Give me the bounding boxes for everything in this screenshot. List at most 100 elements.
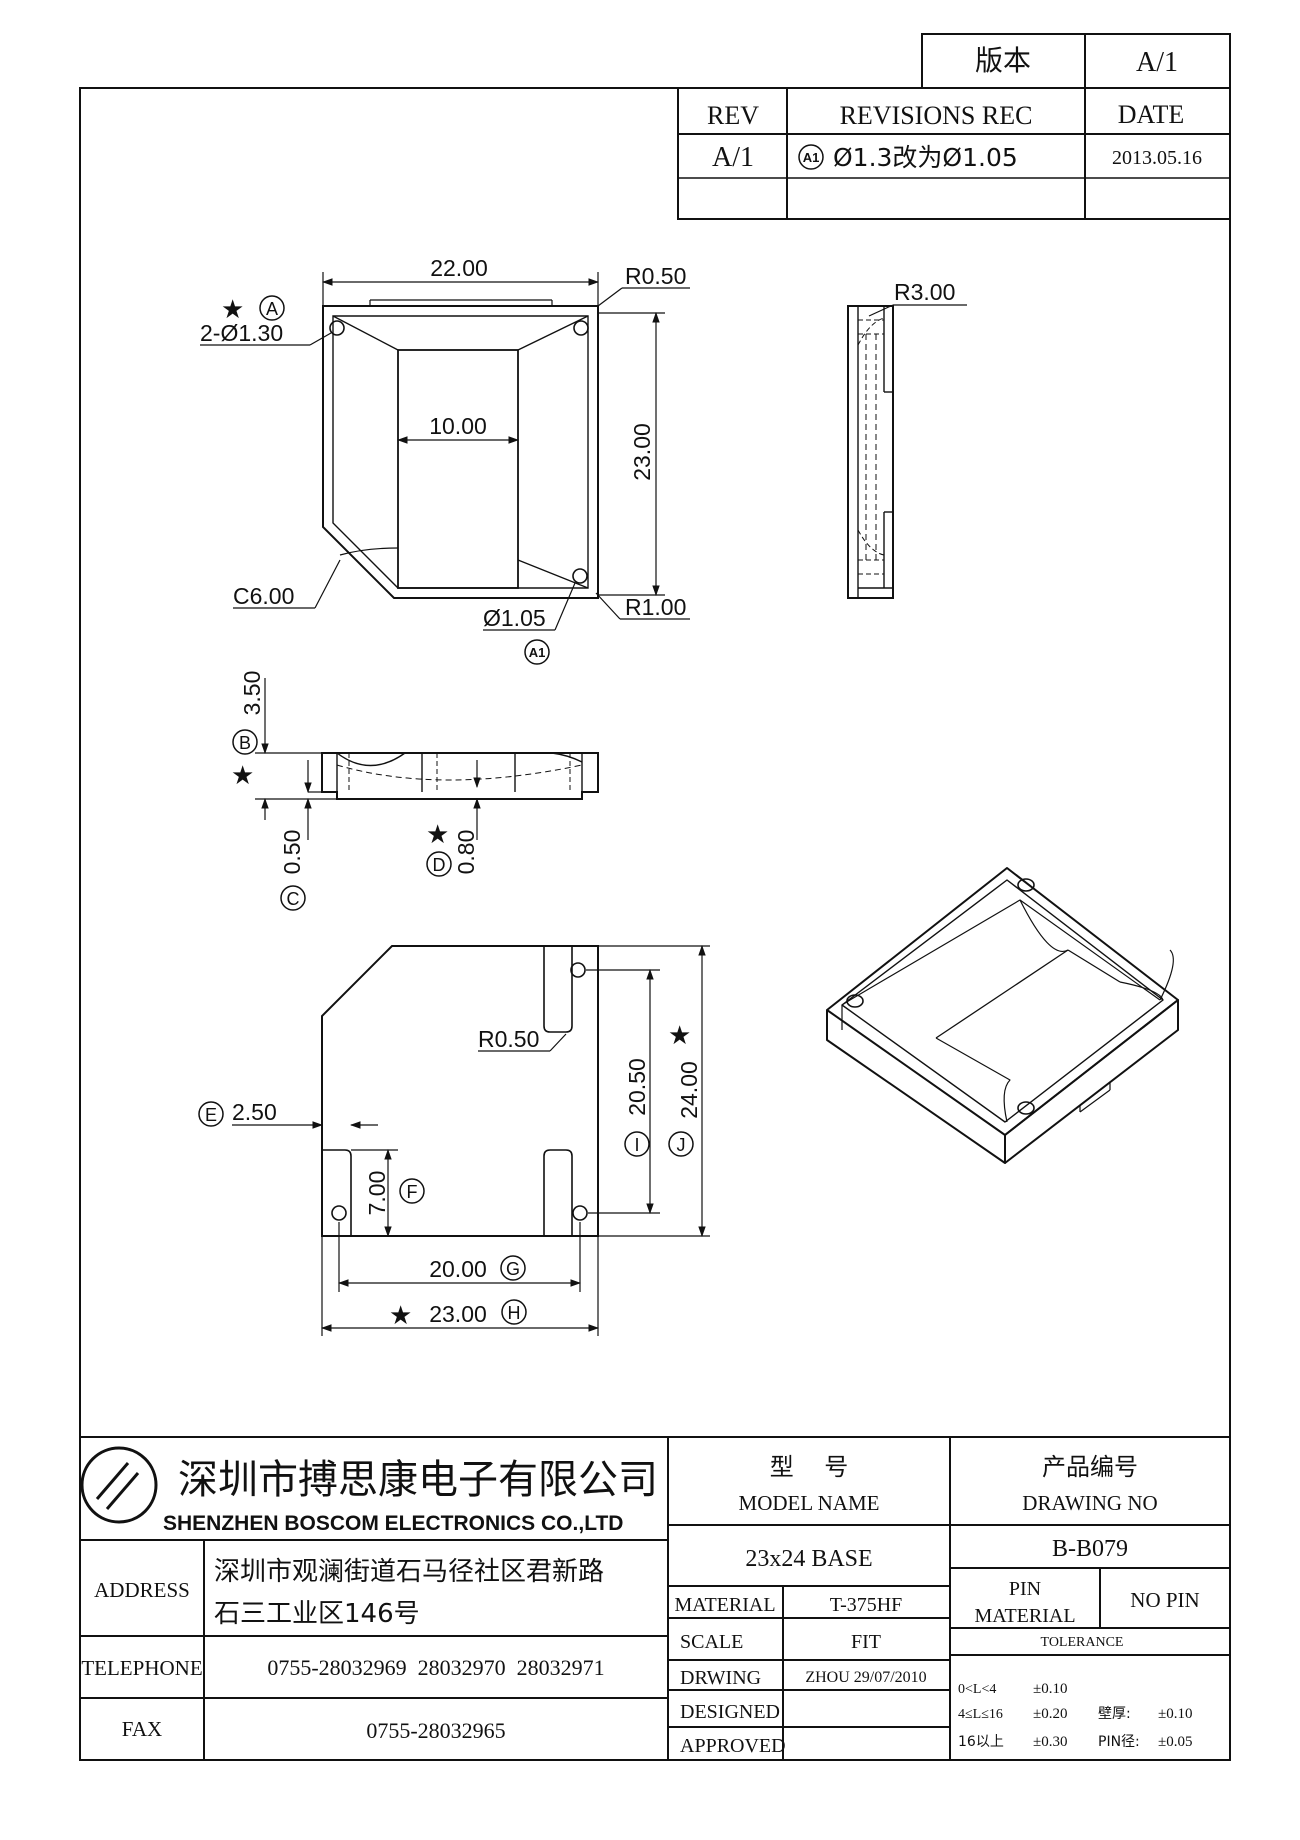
top-view-inner-rim [332,315,589,589]
datum-a-marker: A [266,299,278,319]
front-height-dim: 3.50 [239,671,265,716]
top-width-dim: 22.00 [430,255,488,281]
bottom-view-dimensions [232,944,710,1336]
datum-a1-circle [524,639,550,665]
model-value: 23x24 BASE [745,1546,872,1572]
tolerance-value: ±0.20 [1033,1706,1067,1722]
pin-material-label: PIN [1009,1578,1041,1600]
datum-b-marker: B [239,733,251,753]
model-label-en: MODEL NAME [739,1491,880,1515]
star-mark: ★ [389,1301,412,1331]
pin-hole [331,1205,347,1221]
telephone-value: 0755-28032969 28032970 28032971 [267,1655,604,1680]
tolerance-value: ±0.10 [1033,1681,1067,1697]
revision-marker: A1 [803,150,820,165]
datum-d-marker: D [433,855,446,875]
front-view [321,752,599,800]
top-radius-dim: R0.50 [625,263,686,289]
iso-right-face [1004,999,1179,1164]
datum-g-marker: G [506,1259,520,1279]
pin-hole [570,962,586,978]
star-mark: ★ [231,761,254,791]
star-mark: ★ [221,295,244,325]
fax-value: 0755-28032965 [366,1718,505,1743]
front-floor-dim: 0.80 [453,830,479,875]
revision-table: REV REVISIONS REC DATE A/1 A1 Ø1.3改为Ø1.0… [677,87,1231,220]
front-base-dim: 0.50 [279,830,305,875]
datum-c-circle [280,885,306,911]
title-block-text: 深圳市搏思康电子有限公司 SHENZHEN BOSCOM ELECTRONICS… [81,1453,1199,1757]
datum-a1-marker: A1 [529,645,546,660]
datum-h-marker: H [508,1303,521,1323]
drawing-row-label: DRWING [680,1667,761,1689]
company-name-en: SHENZHEN BOSCOM ELECTRONICS CO.,LTD [163,1512,623,1535]
material-value: T-375HF [830,1594,903,1616]
version-label: 版本 [975,44,1031,77]
iso-inner-rim [841,879,1164,1123]
pin-hole [572,1205,588,1221]
side-view-dimensions [868,304,967,317]
datum-f-circle [399,1178,425,1204]
tolerance-range: 4≤L≤16 [958,1707,1003,1722]
top-small-hole-dim: Ø1.05 [483,605,546,631]
top-window-dim: 10.00 [429,413,487,439]
bottom-pitch-x-dim: 20.00 [429,1256,487,1282]
datum-j-marker: J [677,1135,686,1155]
datum-h-circle [501,1299,527,1325]
top-view-labels: 22.00 10.00 R0.50 23.00 ★ A 2-Ø1.30 C6.0… [200,255,686,665]
datum-b-circle [232,729,258,755]
top-view-window [397,349,519,589]
datum-e-circle [198,1101,224,1127]
version-value: A/1 [1136,47,1178,78]
fax-label: FAX [122,1717,162,1741]
version-block: 版本 A/1 [921,33,1231,89]
rev-header: REV [707,101,759,130]
datum-i-circle [624,1131,650,1157]
iso-cavity-floor [935,949,1069,1039]
datum-j-circle [668,1131,694,1157]
tolerance-extra-label: PIN径: [1098,1734,1140,1750]
designed-label: DESIGNED [680,1701,780,1723]
bottom-slot-dim: 7.00 [364,1171,390,1216]
pin-material-label: MATERIAL [974,1605,1075,1627]
iso-top-outline [826,867,1179,1136]
address-label: ADDRESS [94,1578,190,1602]
tolerance-extra-label: 壁厚: [1098,1706,1131,1722]
datum-f-marker: F [407,1182,418,1202]
model-label-cn: 型 号 [770,1453,849,1481]
title-block [79,1436,1231,1761]
mount-hole [329,320,345,336]
tolerance-extra-value: ±0.05 [1158,1734,1192,1750]
bottom-offset-dim: 2.50 [232,1099,277,1125]
scale-value: FIT [851,1631,881,1653]
datum-i-marker: I [634,1135,639,1155]
bottom-view [321,945,599,1237]
drawing-label-cn: 产品编号 [1042,1453,1138,1481]
iso-hole [1017,1101,1035,1115]
scale-label: SCALE [680,1631,743,1653]
side-radius-dim: R3.00 [894,279,955,305]
pin-material-value: NO PIN [1130,1588,1199,1612]
iso-front-face [826,1010,1006,1164]
tolerance-range: 16以上 [958,1734,1004,1750]
tolerance-range: 0<L<4 [958,1682,996,1697]
star-mark: ★ [668,1021,691,1051]
bottom-view-outline [321,945,599,1237]
mount-hole [572,568,588,584]
company-name-cn: 深圳市搏思康电子有限公司 [178,1457,658,1503]
datum-c-marker: C [287,889,300,909]
drawing-number: B-B079 [1052,1536,1128,1562]
company-logo [80,1446,158,1524]
datum-e-marker: E [205,1105,217,1125]
address-line-1: 深圳市观澜街道石马径社区君新路 [214,1557,604,1587]
drawing-row-value: ZHOU 29/07/2010 [805,1669,926,1686]
iso-hole [1017,878,1035,892]
front-view-outline [321,752,599,800]
top-corner-radius-dim: R1.00 [625,594,686,620]
front-view-labels: 3.50 B ★ 0.50 C ★ D 0.80 [231,671,479,911]
iso-hole [846,994,864,1008]
material-label: MATERIAL [674,1594,775,1616]
star-mark: ★ [426,820,449,850]
tolerance-label: TOLERANCE [1041,1635,1124,1650]
drawing-label-en: DRAWING NO [1022,1491,1157,1515]
